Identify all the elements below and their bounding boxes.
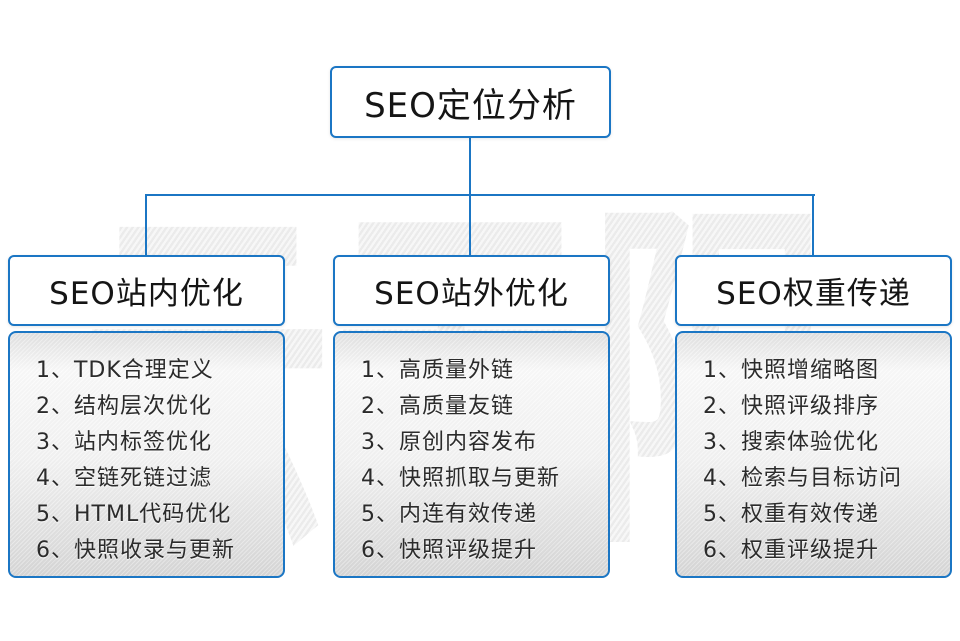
list-item: 4、快照抓取与更新	[361, 466, 560, 491]
list-item: 4、空链死链过滤	[36, 466, 212, 491]
connector-left-vertical	[145, 194, 147, 256]
list-item: 5、内连有效传递	[361, 502, 537, 527]
list-item: 3、原创内容发布	[361, 430, 537, 455]
column-node-weight: SEO权重传递	[675, 255, 952, 326]
list-item: 4、检索与目标访问	[703, 466, 902, 491]
list-item: 2、结构层次优化	[36, 394, 212, 419]
list-item: 1、快照增缩略图	[703, 358, 879, 383]
list-item: 2、快照评级排序	[703, 394, 879, 419]
list-item: 6、快照收录与更新	[36, 538, 235, 563]
list-item: 1、TDK合理定义	[36, 358, 214, 383]
column-node-weight-label: SEO权重传递	[716, 276, 911, 312]
column-panel-onsite: 1、TDK合理定义 2、结构层次优化 3、站内标签优化 4、空链死链过滤 5、H…	[8, 331, 285, 578]
list-item: 1、高质量外链	[361, 358, 514, 383]
list-item: 5、HTML代码优化	[36, 502, 232, 527]
column-node-offsite: SEO站外优化	[333, 255, 610, 326]
list-item: 6、快照评级提升	[361, 538, 537, 563]
root-node-label: SEO定位分析	[364, 85, 577, 126]
connector-horizontal-bar	[145, 194, 815, 196]
column-panel-weight: 1、快照增缩略图 2、快照评级排序 3、搜索体验优化 4、检索与目标访问 5、权…	[675, 331, 952, 578]
connector-right-vertical	[812, 194, 814, 256]
column-node-offsite-label: SEO站外优化	[374, 276, 569, 312]
list-item: 2、高质量友链	[361, 394, 514, 419]
list-item: 3、站内标签优化	[36, 430, 212, 455]
list-item: 5、权重有效传递	[703, 502, 879, 527]
connector-root-vertical	[469, 137, 471, 256]
column-panel-offsite: 1、高质量外链 2、高质量友链 3、原创内容发布 4、快照抓取与更新 5、内连有…	[333, 331, 610, 578]
list-item: 3、搜索体验优化	[703, 430, 879, 455]
column-node-onsite: SEO站内优化	[8, 255, 285, 326]
list-item: 6、权重评级提升	[703, 538, 879, 563]
column-node-onsite-label: SEO站内优化	[49, 276, 244, 312]
root-node: SEO定位分析	[330, 66, 611, 138]
